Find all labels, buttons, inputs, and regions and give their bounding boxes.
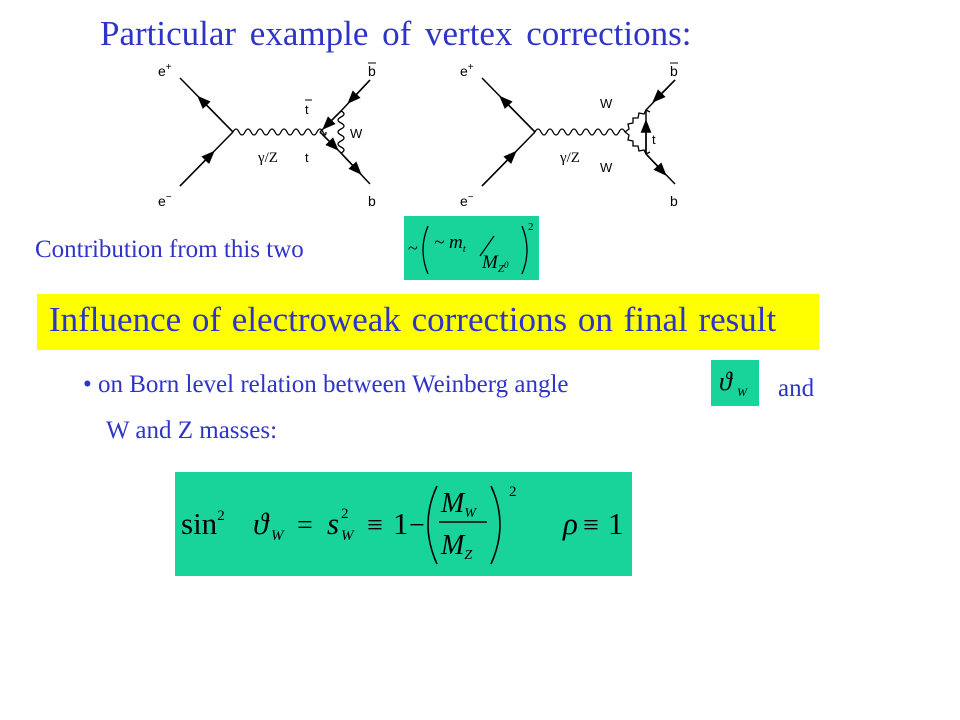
slide-title: Particular example of vertex corrections… [100, 14, 692, 53]
feynman-diagrams: e+ e− γ/Z t t W b b e+ e− γ/Z W W t b b [158, 62, 678, 209]
formula-power-main: 2 [509, 484, 517, 500]
formula-s-sup: 2 [341, 506, 349, 522]
formula-tilde: ~ [408, 238, 418, 258]
formula-rho: ρ [562, 506, 578, 541]
left-diagram: e+ e− γ/Z t t W b b [158, 62, 376, 209]
formula-equiv2: ≡ [583, 510, 599, 541]
label-boson-right: γ/Z [559, 150, 580, 166]
label-bbar-left: b [368, 63, 376, 79]
masses-text: W and Z masses: [106, 417, 278, 444]
bullet-text: • on Born level relation between Weinber… [83, 371, 569, 398]
label-w-bottom-right: W [600, 160, 613, 175]
label-t-right: t [652, 132, 656, 147]
formula-power: 2 [528, 221, 534, 233]
formula-mw: MW [440, 488, 477, 521]
formula-one: 1 [393, 506, 409, 541]
label-b-left: b [368, 193, 376, 209]
contribution-formula: ~ ~ mt MZ0 2 [404, 216, 539, 280]
formula-equiv1: ≡ [367, 510, 383, 541]
formula-s: s [327, 506, 339, 541]
label-e-minus-right: e− [460, 192, 474, 209]
highlight-banner: Influence of electroweak corrections on … [37, 294, 819, 350]
theta-subscript: W [737, 385, 748, 399]
formula-mz: MZ [440, 530, 472, 563]
right-diagram: e+ e− γ/Z W W t b b [460, 62, 678, 209]
label-bbar-right: b [670, 63, 678, 79]
label-boson-left: γ/Z [257, 150, 278, 166]
weinberg-angle-formula: ϑ W [711, 360, 759, 406]
label-e-plus-left: e+ [158, 62, 172, 79]
theta-symbol: ϑ [719, 367, 733, 396]
formula-s-sub: W [341, 528, 355, 544]
label-e-plus-right: e+ [460, 62, 474, 79]
contribution-text: Contribution from this two [35, 236, 304, 263]
formula-mt: ~ mt [434, 232, 467, 255]
label-t-left: t [305, 150, 309, 165]
formula-mz0: MZ0 [481, 252, 509, 275]
main-formula: sin2 ϑ W = s 2 W ≡ 1 − MW MZ 2 ρ ≡ 1 [175, 472, 632, 576]
formula-rho-val: 1 [608, 506, 624, 541]
formula-minus: − [409, 510, 425, 541]
and-text: and [778, 375, 815, 402]
label-e-minus-left: e− [158, 192, 172, 209]
label-b-right: b [670, 193, 678, 209]
formula-theta: ϑ [253, 506, 270, 541]
label-tbar-left: t [305, 102, 309, 117]
label-w-left: W [350, 126, 363, 141]
formula-eq: = [297, 510, 313, 541]
formula-sin: sin2 [181, 506, 225, 541]
highlight-text: Influence of electroweak corrections on … [49, 300, 777, 339]
formula-theta-sub: W [271, 528, 285, 544]
label-w-top-right: W [600, 96, 613, 111]
